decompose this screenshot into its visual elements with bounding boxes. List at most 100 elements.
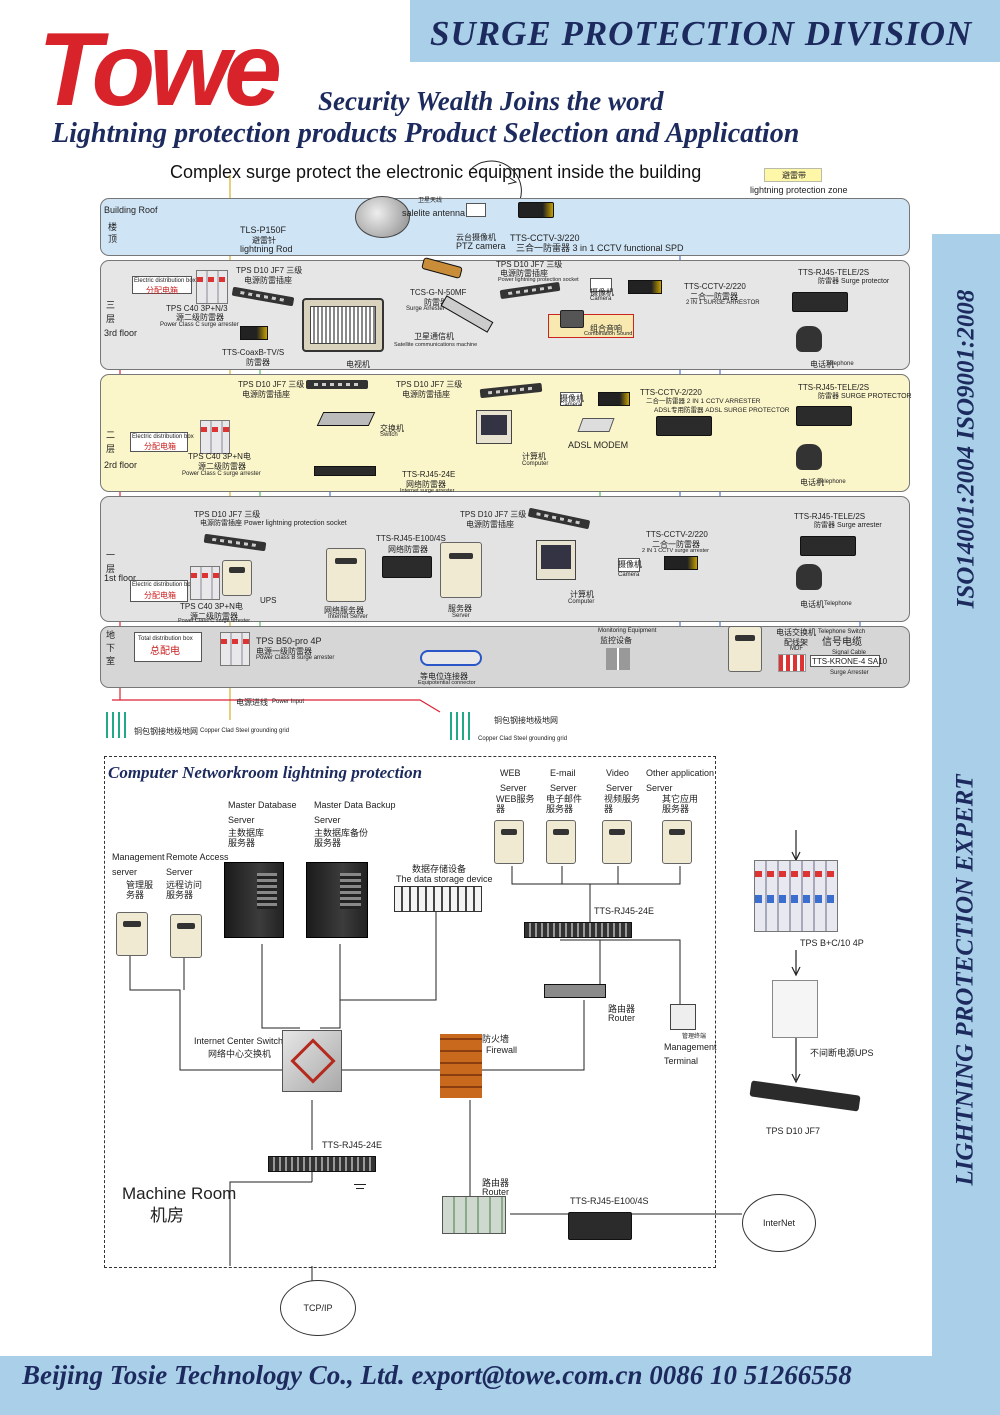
floor2-c40-spd [200, 420, 230, 454]
floor1-distbox-en: Electric distribution box [132, 582, 194, 588]
equi-cn: 等电位连接器 [420, 672, 468, 681]
signal-cn: 信号电缆 [822, 637, 862, 648]
floor1-camera-en: Camera [618, 572, 640, 578]
rod-en: lightning Rod [240, 244, 293, 254]
lightning-expert-slogan: LIGHTNING PROTECTION EXPERT [952, 774, 980, 1186]
mgmt-server-icon [116, 912, 148, 956]
ptz-camera-box [466, 203, 486, 217]
network-wiring [129, 830, 801, 1290]
floor3-tcs-model: TCS-G-N-50MF [410, 288, 467, 297]
b50-spd [220, 632, 250, 666]
other-en: Other application [646, 768, 715, 778]
floor3-sat-cn: 卫星通信机 [414, 332, 454, 341]
footer-bar [0, 1356, 1000, 1415]
floor1-camera-cn: 摄像机 [618, 560, 642, 569]
laptop-icon [560, 310, 584, 328]
storage-device-icon [394, 886, 482, 912]
monitor-grid-icon [606, 648, 630, 670]
floor3-tele-spd [792, 292, 848, 312]
floor2-switch-cn: 交换机 [380, 424, 404, 433]
floor3-label: 3rd floor [104, 328, 138, 338]
floor3-combo-cn: 组合音响 [590, 324, 622, 333]
floor2-c40-cn: 源二级防雷器 [198, 462, 246, 471]
ground-grid-right-icon [450, 712, 474, 740]
floor1-d10-cn: 电源防雷插座 Power lightning protection socket [200, 520, 347, 527]
email-en: E-mail [550, 768, 576, 778]
mgmt-terminal-icon [670, 1004, 696, 1030]
monitor-en: Monitoring Equipment [598, 628, 657, 634]
floor2-cn-2: 层 [106, 444, 116, 454]
remote-cn: 远程访问服务器 [166, 880, 203, 901]
b50-cn: 电源一级防雷器 [256, 647, 312, 656]
floor2-tele-model: TTS-RJ45-TELE/2S [798, 383, 870, 392]
tv-icon [302, 298, 384, 352]
floor1-rj45-model: TTS-RJ45-E100/4S [376, 534, 446, 543]
ups-cn: 不间断电源UPS [810, 1048, 874, 1058]
floor3-c40-model: TPS C40 3P+N/3 [166, 304, 228, 313]
floor1-phone-en: Telephone [824, 601, 852, 607]
video-en2: Server [606, 783, 633, 793]
floor2-telephone-icon [796, 444, 822, 470]
floor2-cctv-desc: 二合一防雷器 2 IN 1 CCTV ARRESTER [646, 398, 761, 405]
network-room-title: Computer Networkroom lightning protectio… [108, 763, 423, 782]
master-db-cn: 主数据库服务器 [228, 828, 265, 849]
tps-b-label: TPS B+C/10 4P [800, 938, 864, 948]
floor1-d10-model: TPS D10 JF7 三级 [194, 510, 261, 519]
roof-cn-2: 顶 [108, 234, 118, 244]
floor1-cctv-spd [664, 556, 698, 570]
floor3-distbox-en: Electric distribution box [134, 278, 196, 284]
floor1-zone [100, 496, 910, 622]
page-subtitle: Lightning protection products Product Se… [52, 118, 800, 149]
company-contact: Beijing Tosie Technology Co., Ltd. expor… [22, 1360, 852, 1390]
floor3-camera-box [590, 278, 612, 292]
rj45-top-device [524, 922, 632, 938]
b50-en: Power Class B surge arrester [256, 655, 335, 661]
floor3-phone-cn: 电话机 [810, 360, 834, 369]
floor3-camera-en: Camera [590, 296, 612, 302]
mgmt-en: Management [112, 852, 165, 862]
floor3-d10-model: TPS D10 JF7 三级 [236, 266, 303, 275]
cctv-model: TTS-CCTV-3/220 [510, 233, 580, 243]
floor1-server-cn: 服务器 [448, 604, 472, 613]
telephone-switch-icon [728, 626, 762, 672]
floor2-rj45-cn: 网络防雷器 [406, 480, 446, 489]
email-server-icon [546, 820, 576, 864]
ground-grid-left-icon [106, 712, 130, 738]
other-en2: Server [646, 783, 673, 793]
remote-en: Remote Access [166, 852, 229, 862]
floor1-computer-icon [536, 540, 576, 580]
center-switch-cn: 网络中心交换机 [208, 1049, 272, 1059]
floor2-d10-cn: 电源防雷插座 [242, 390, 290, 399]
total-distbox [134, 632, 202, 662]
video-cn: 视频服务器 [604, 794, 641, 815]
floor1-telephone-icon [796, 564, 822, 590]
floor1-phone-cn: 电话机 [800, 600, 824, 609]
floor2-adsl-desc: ADSL专用防雷器 ADSL SURGE PROTECTOR [654, 407, 790, 414]
ptz-en: PTZ camera [456, 241, 506, 251]
mgmt-cn: 管理服务器 [126, 880, 154, 901]
floor1-cn-1: 一 [106, 550, 116, 560]
floor2-cctv-spd [598, 392, 630, 406]
floor3-combo-en: Combination Sound [584, 331, 633, 337]
floor1-cctv-en: 2 IN 1 CCTV surge arrester [642, 548, 709, 554]
floor3-c40-spd [196, 270, 228, 304]
ptz-cn: 云台摄像机 [456, 233, 496, 242]
firewall-icon [440, 1034, 482, 1098]
rj45-top-label: TTS-RJ45-24E [594, 906, 655, 916]
floor3-cctv2-cn: 二合一防雷器 [690, 292, 738, 301]
floor1-server-en: Server [452, 613, 470, 619]
floor1-d10b-model: TPS D10 JF7 三级 [460, 510, 527, 519]
backup-server-icon [306, 862, 368, 938]
rj45-bottom-label: TTS-RJ45-24E [322, 1140, 383, 1150]
floor1-cctv-model: TTS-CCTV-2/220 [646, 530, 708, 539]
mdf-en: MDF [790, 646, 803, 652]
floor1-c40-model: TPS C40 3P+N电 [180, 602, 243, 611]
tswitch-en: Telephone Switch [818, 629, 866, 635]
tcpip-cloud: TCP/IP [280, 1280, 356, 1336]
krone-en: Surge Arrester [830, 670, 869, 676]
header-banner [410, 0, 1000, 62]
web-server-icon [494, 820, 524, 864]
floor1-camera-box [618, 558, 640, 572]
ground-right-cn: 铜包钢接地极地网 [494, 716, 558, 725]
floor3-phone-en: Telephone [826, 361, 854, 367]
